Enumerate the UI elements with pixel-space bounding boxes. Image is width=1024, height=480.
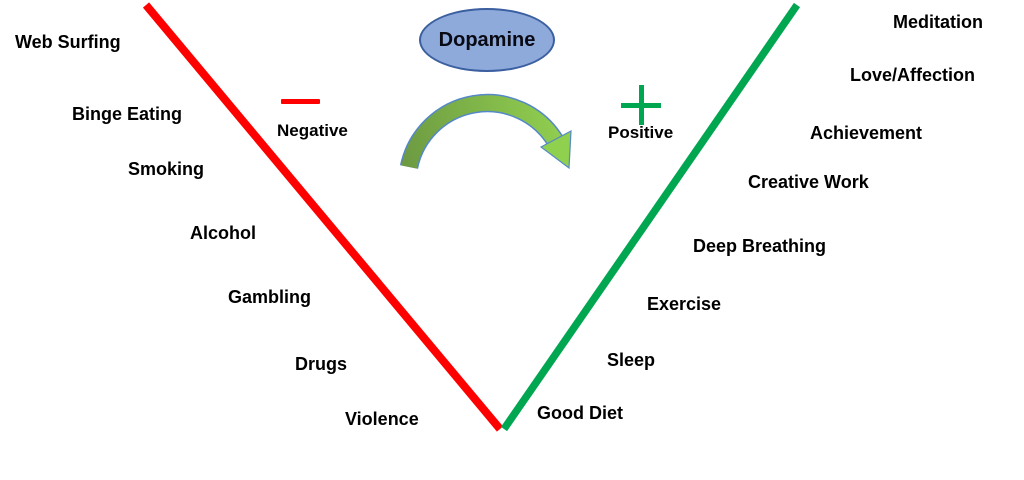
dopamine-arrow <box>401 95 563 169</box>
negative-item: Web Surfing <box>15 32 121 52</box>
negative-item: Alcohol <box>190 223 256 243</box>
positive-label: Positive <box>608 123 674 142</box>
negative-item: Smoking <box>128 159 205 179</box>
plus-icon <box>621 85 661 125</box>
positive-item: Good Diet <box>537 403 623 423</box>
negative-item: Binge Eating <box>72 104 183 124</box>
positive-item: Sleep <box>607 350 656 370</box>
negative-label: Negative <box>277 121 348 140</box>
dopamine-ellipse: Dopamine <box>419 8 555 72</box>
negative-line <box>142 2 504 432</box>
positive-item: Meditation <box>893 12 983 32</box>
positive-item: Love/Affection <box>850 65 976 85</box>
plus-icon-vertical-bar <box>638 85 644 125</box>
minus-icon <box>281 99 320 104</box>
positive-item: Deep Breathing <box>693 236 827 256</box>
positive-item: Creative Work <box>748 172 869 192</box>
dopamine-label: Dopamine <box>438 28 536 51</box>
positive-item: Exercise <box>647 294 722 314</box>
positive-item: Achievement <box>810 123 923 143</box>
negative-item: Violence <box>345 409 419 429</box>
positive-line <box>500 2 801 432</box>
negative-item: Gambling <box>228 287 312 307</box>
negative-item: Drugs <box>295 354 348 374</box>
dopamine-arrow-head <box>539 129 572 170</box>
